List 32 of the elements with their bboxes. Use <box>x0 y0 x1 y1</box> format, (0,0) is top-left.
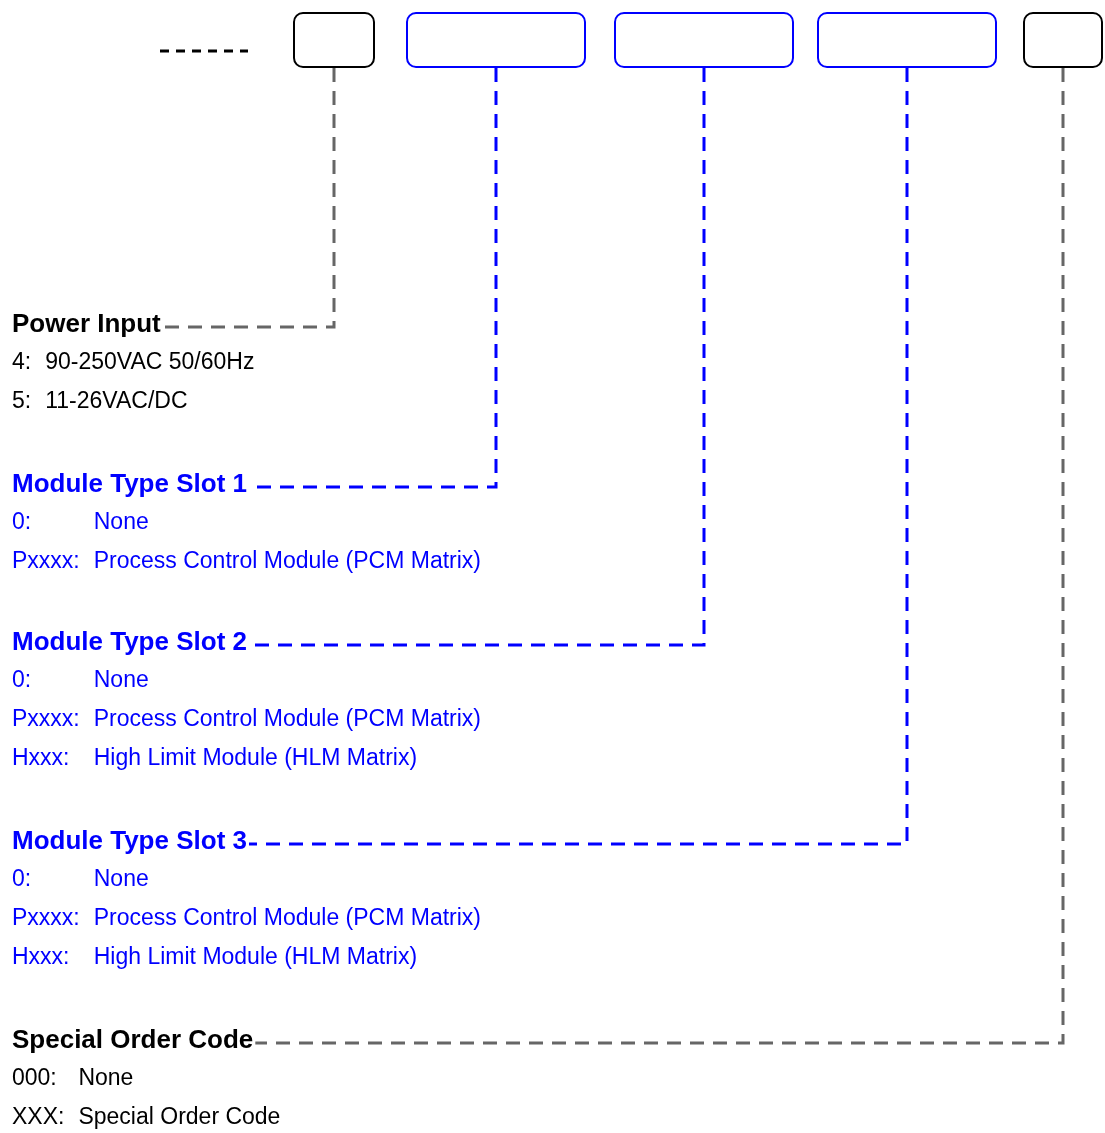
option-code: 0: <box>12 864 33 893</box>
code-box <box>406 12 586 68</box>
option-description: Special Order Code <box>78 1102 281 1131</box>
option-description: Process Control Module (PCM Matrix) <box>93 903 481 932</box>
option-description: None <box>78 1063 135 1092</box>
option-code: XXX: <box>12 1102 65 1131</box>
option-code: Hxxx: <box>12 743 71 772</box>
option-code: Pxxxx: <box>12 704 80 733</box>
option-code: 0: <box>12 507 33 536</box>
code-box <box>293 12 375 68</box>
option-description: 90-250VAC 50/60Hz <box>45 347 255 376</box>
code-box <box>1023 12 1103 68</box>
option-code: Pxxxx: <box>12 903 80 932</box>
option-description: 11-26VAC/DC <box>45 386 189 415</box>
option-code: 0: <box>12 665 33 694</box>
dashed-connector <box>255 68 1065 1045</box>
dashed-connector <box>249 68 909 846</box>
code-box <box>614 12 794 68</box>
option-code: 5: <box>12 386 32 415</box>
dashed-connector <box>162 68 336 329</box>
option-description: Process Control Module (PCM Matrix) <box>93 546 481 575</box>
option-description: None <box>93 507 150 536</box>
option-code: 4: <box>12 347 32 376</box>
option-description: High Limit Module (HLM Matrix) <box>93 942 419 971</box>
code-box <box>817 12 997 68</box>
option-description: None <box>93 665 150 694</box>
option-code: Hxxx: <box>12 942 71 971</box>
option-code: 000: <box>12 1063 58 1092</box>
option-description: Process Control Module (PCM Matrix) <box>93 704 481 733</box>
option-description: None <box>93 864 150 893</box>
option-code: Pxxxx: <box>12 546 80 575</box>
option-description: High Limit Module (HLM Matrix) <box>93 743 419 772</box>
